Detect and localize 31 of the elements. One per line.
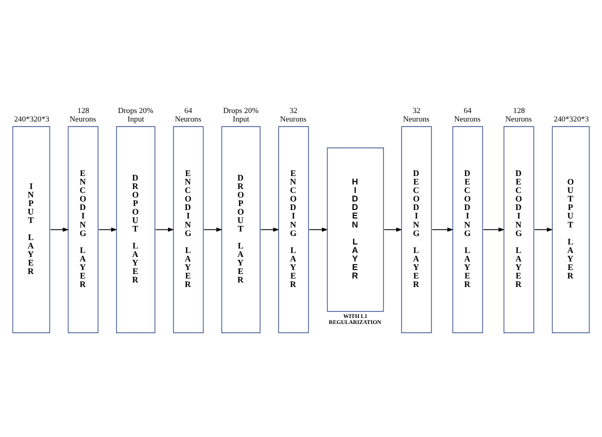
arrow bbox=[155, 227, 174, 232]
arrow bbox=[308, 227, 328, 232]
arrow bbox=[482, 227, 505, 232]
node-label: 64 Neurons bbox=[454, 105, 481, 123]
arrow bbox=[98, 227, 118, 232]
node-label: 240*320*3 bbox=[14, 114, 50, 123]
arrow bbox=[260, 227, 280, 232]
arrow bbox=[204, 227, 222, 232]
node-box: ENCODING LAYER bbox=[173, 126, 204, 333]
node-box: DROPOUT LAYER bbox=[221, 126, 260, 333]
node-label: 128 Neurons bbox=[70, 105, 96, 123]
node-label: Drops 20% Input bbox=[118, 105, 154, 123]
node-label: Drops 20% Input bbox=[223, 105, 258, 123]
arrow bbox=[50, 227, 69, 232]
node-box: DECODING LAYER bbox=[452, 126, 483, 333]
node-label: 240*320*3 bbox=[554, 114, 589, 123]
node-box: OUTPUT LAYER bbox=[552, 126, 590, 333]
node-box: DROPOUT LAYER bbox=[116, 126, 156, 333]
arrow bbox=[384, 227, 402, 232]
node-label: 32 Neurons bbox=[403, 105, 430, 123]
node-box: ENCODING LAYER bbox=[68, 126, 98, 333]
node-box: HIDDEN LAYER bbox=[326, 147, 384, 312]
arrow bbox=[534, 227, 553, 232]
node-box: INPUT LAYER bbox=[12, 126, 50, 333]
node-label: 32 Neurons bbox=[280, 105, 306, 123]
node-label: 64 Neurons bbox=[174, 105, 202, 123]
node-box: DECODING LAYER bbox=[504, 126, 534, 333]
arrow bbox=[432, 227, 454, 232]
node-label: 128 Neurons bbox=[505, 105, 532, 123]
node-box: DECODING LAYER bbox=[401, 126, 432, 333]
node-box: ENCODING LAYER bbox=[278, 126, 309, 333]
